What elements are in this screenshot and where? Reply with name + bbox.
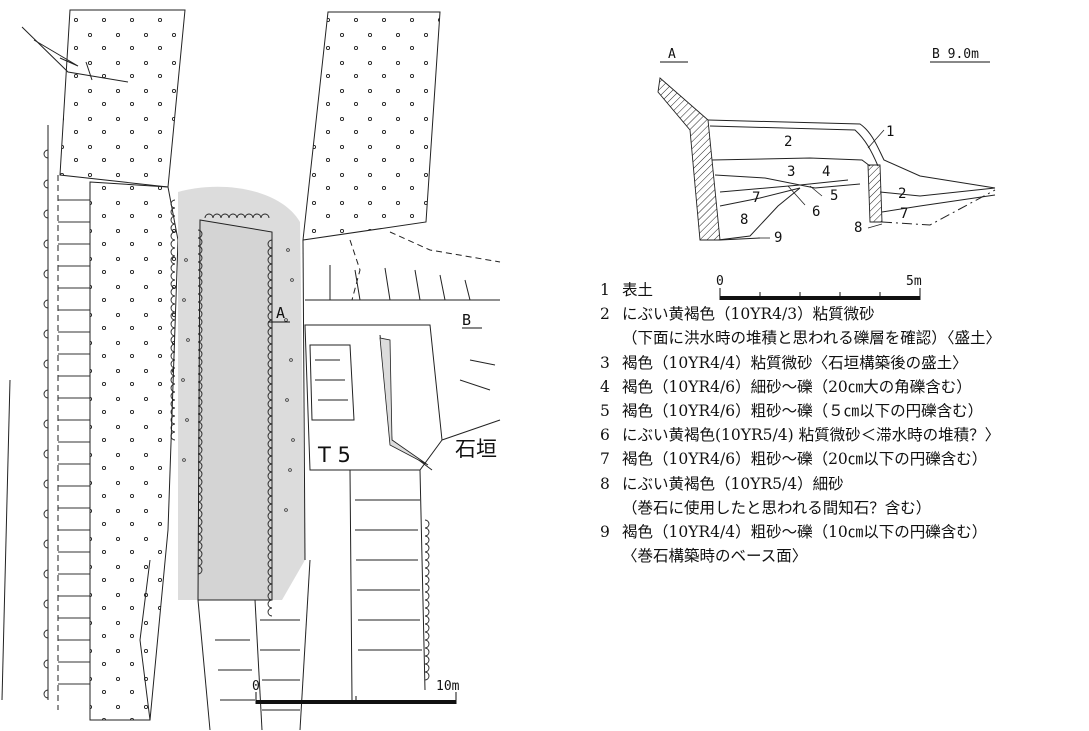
legend-number: 8: [600, 474, 610, 493]
legend-text: 褐色（10YR4/4）粘質微砂〈石垣構築後の盛土〉: [622, 353, 968, 372]
legend-number: 4: [600, 377, 610, 396]
right-revetment: [424, 519, 430, 681]
legend-number: 7: [600, 450, 610, 469]
label-leaders: [758, 129, 885, 239]
legend-text: 褐色（10YR4/4）粗砂～礫（10㎝以下の円礫含む）: [622, 523, 988, 542]
site-plan: A B T 5 石垣 0 10m: [1, 9, 501, 731]
gravel-strip-center: [89, 181, 179, 721]
trench-label: T 5: [317, 443, 351, 467]
section-layer-7: 7: [752, 190, 760, 206]
legend-item: 5 褐色（10YR4/6）粗砂～礫（５㎝以下の円礫含む）: [600, 399, 1085, 423]
section-right-label: B 9.0m: [932, 47, 979, 62]
legend-number: 2: [600, 305, 610, 324]
plan-scale-start: 0: [252, 679, 260, 694]
wall-stone-face: [867, 164, 883, 223]
wall-face: [379, 337, 429, 466]
legend-text-continued: 〈巻石構築時のベース面〉: [622, 547, 808, 566]
legend-item: 4 褐色（10YR4/6）細砂～礫（20㎝大の角礫含む）: [600, 375, 1085, 399]
section-layer-3: 3: [787, 164, 795, 180]
legend-item: 7 褐色（10YR4/6）粗砂～礫（20㎝以下の円礫含む）: [600, 447, 1085, 471]
wall-label: 石垣: [455, 437, 497, 461]
plan-scale-bar: [255, 692, 457, 704]
legend-item: 9 褐色（10YR4/4）粗砂～礫（10㎝以下の円礫含む）: [600, 520, 1085, 544]
legend-number: 3: [600, 353, 610, 372]
legend-text: 表土: [622, 281, 654, 299]
section-layer-7b: 7: [900, 206, 908, 222]
left-bank-face: [657, 77, 721, 241]
legend-item: 2 にぶい黄褐色（10YR4/3）粘質微砂: [600, 302, 1085, 326]
legend-number: 1: [600, 281, 610, 299]
legend-text: にぶい黄褐色（10YR4/3）粘質微砂: [622, 305, 875, 324]
legend-item: 8 にぶい黄褐色（10YR5/4）細砂: [600, 472, 1085, 496]
right-stone-area: [302, 231, 501, 701]
legend-text-continued: （下面に洪水時の堆積と思われる礫層を確認）〈盛土〉: [622, 329, 1001, 348]
section-layer-9: 9: [774, 230, 782, 246]
section-layer-8: 8: [740, 212, 748, 228]
legend-text-continued: （巻石に使用したと思われる間知石？含む）: [622, 498, 932, 517]
section-left-label: A: [668, 47, 676, 62]
section-layer-4: 4: [822, 164, 830, 180]
legend-text: 褐色（10YR4/6）細砂～礫（20㎝大の角礫含む）: [622, 377, 972, 396]
section-scale-bar: [719, 288, 921, 300]
section-layer-2: 2: [784, 134, 792, 150]
legend-text: にぶい黄褐色(10YR5/4) 粘質微砂＜滞水時の堆積？〉: [622, 426, 1001, 445]
layer-lines: [707, 119, 996, 241]
legend-item: 6 にぶい黄褐色(10YR5/4) 粘質微砂＜滞水時の堆積？〉: [600, 423, 1085, 447]
point-a-label: A: [276, 304, 285, 322]
legend-item: 3 褐色（10YR4/4）粘質微砂〈石垣構築後の盛土〉: [600, 351, 1085, 375]
section-layer-2b: 2: [898, 186, 906, 202]
point-b-label: B: [462, 311, 471, 329]
left-revetment: [1, 125, 91, 715]
legend-item: 1 表土: [600, 278, 1085, 302]
section-layer-8b: 8: [854, 220, 862, 236]
legend-number: 5: [600, 402, 610, 421]
legend-number: 9: [600, 523, 610, 542]
section-layer-6: 6: [812, 204, 820, 220]
section-scale-end: 5m: [906, 274, 922, 289]
layer-legend: 1 表土 2 にぶい黄褐色（10YR4/3）粘質微砂 （下面に洪水時の堆積と思わ…: [600, 278, 1085, 568]
excavated-area: [170, 186, 305, 617]
gravel-bank-upper-left: [59, 9, 186, 188]
gravel-bank-upper-right: [302, 11, 441, 241]
plan-scale-end: 10m: [436, 679, 460, 694]
legend-text: 褐色（10YR4/6）粗砂～礫（20㎝以下の円礫含む）: [622, 450, 988, 469]
section-layer-5: 5: [830, 188, 838, 204]
section-layer-1: 1: [886, 124, 894, 140]
legend-text: にぶい黄褐色（10YR5/4）細砂: [622, 474, 844, 493]
legend-number: 6: [600, 426, 610, 445]
section-drawing: A B 9.0m 1 2 3 4 5 6 7 8 9 2 7 8: [657, 47, 996, 300]
legend-text: 褐色（10YR4/6）粗砂～礫（５㎝以下の円礫含む）: [622, 402, 984, 421]
section-scale-start: 0: [716, 274, 724, 289]
section-line: [268, 321, 482, 329]
